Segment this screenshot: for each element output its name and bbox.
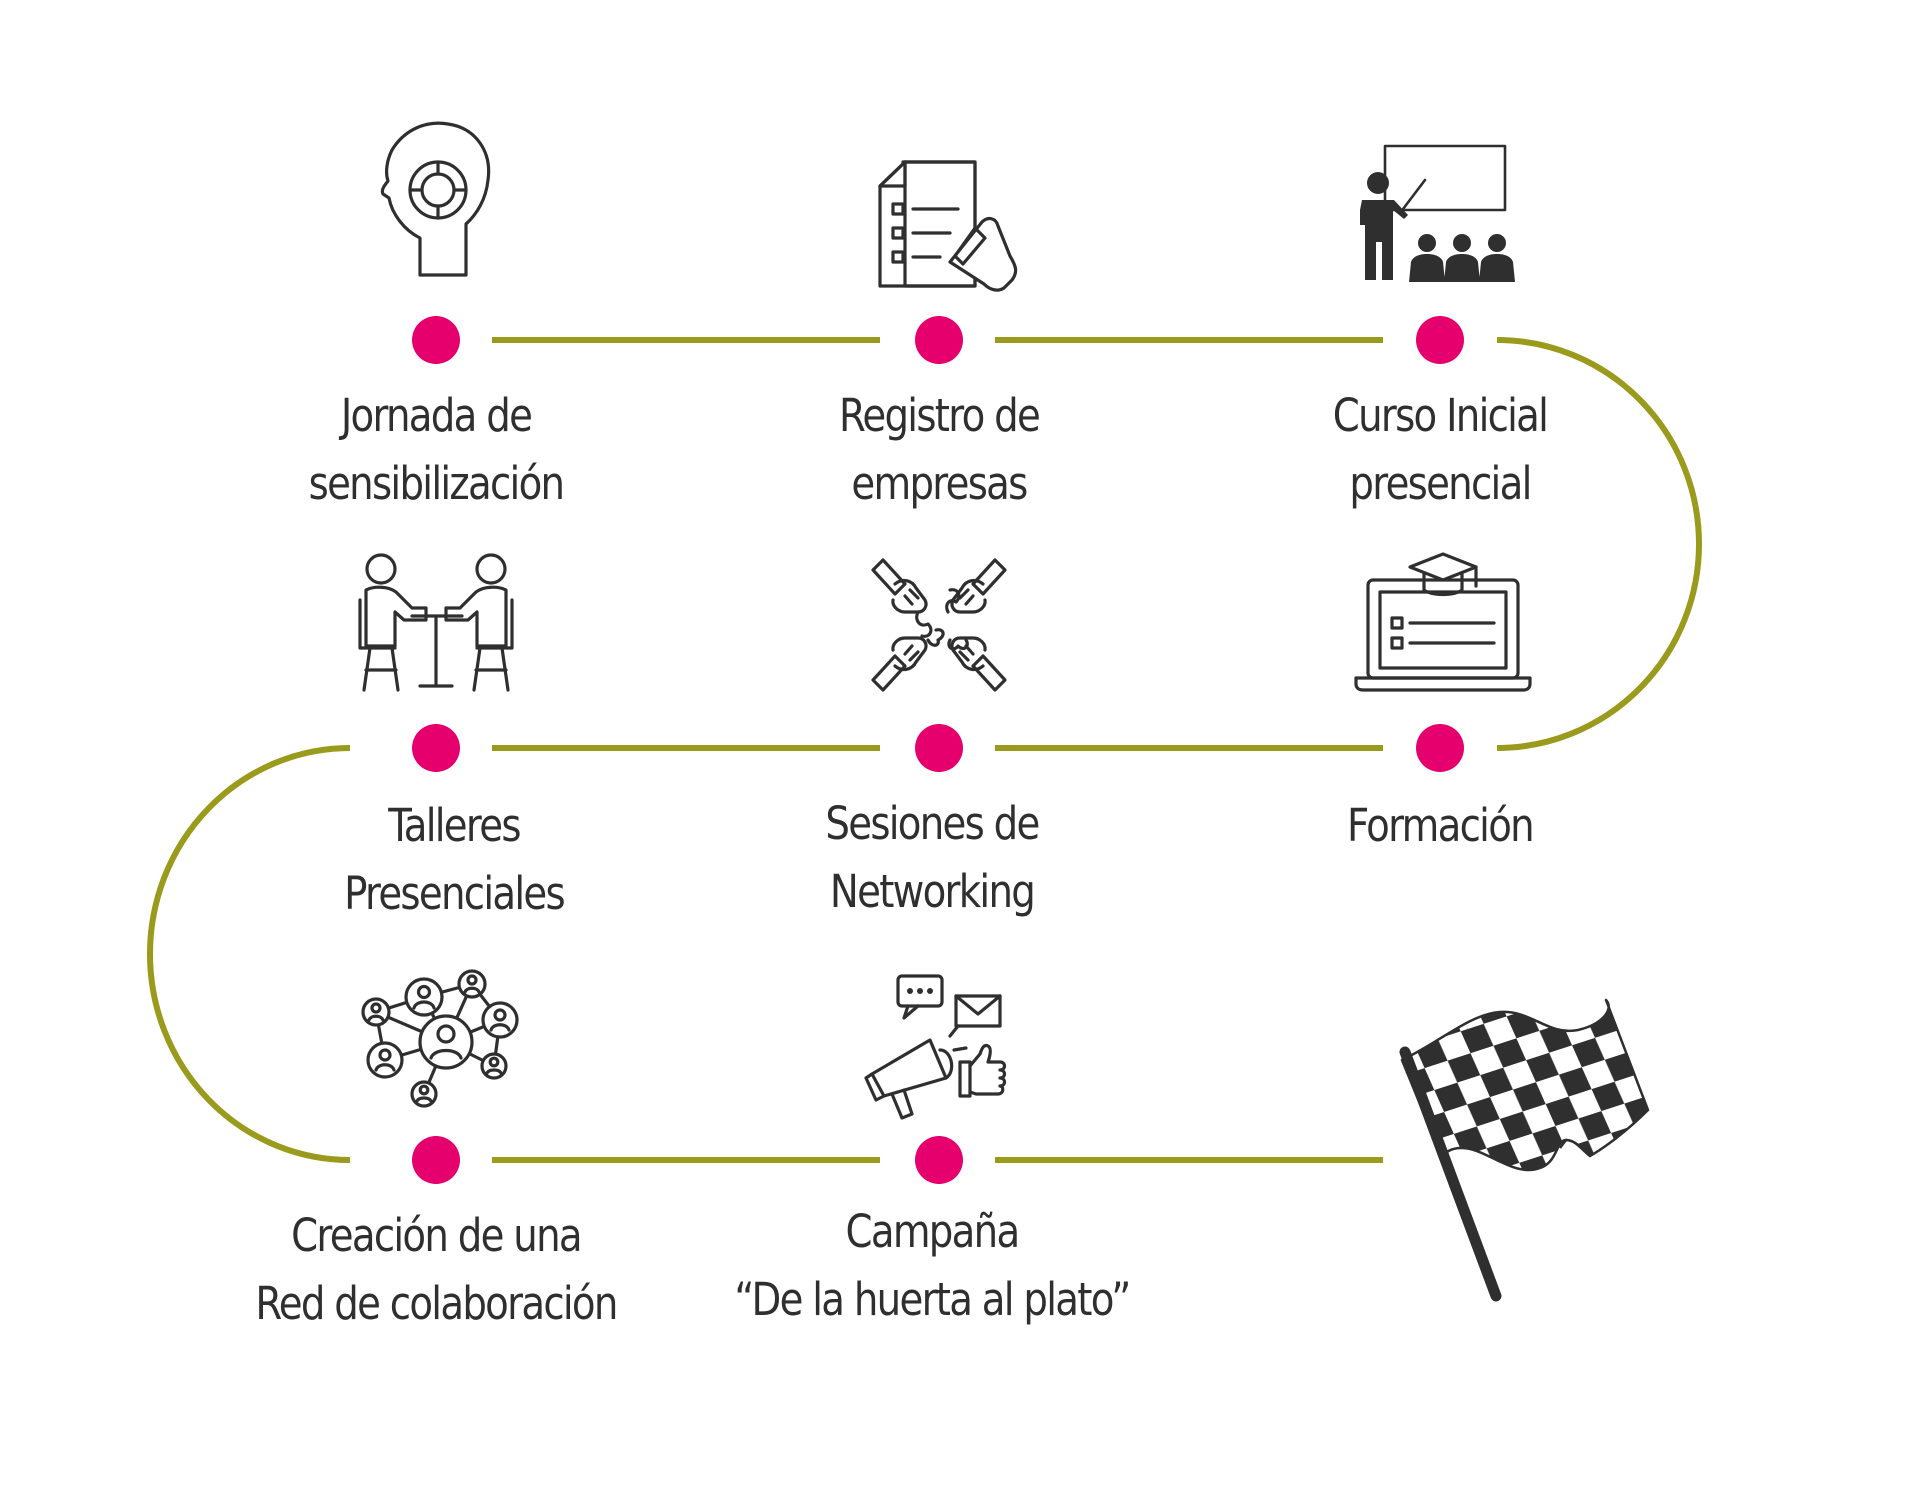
hand-puzzle-top-right	[945, 558, 1007, 614]
milestone-dot	[412, 1136, 460, 1184]
step-label-line: Red de colaboración	[255, 1277, 618, 1330]
people-meeting-table-icon	[358, 553, 514, 692]
hand-puzzle-bottom-right	[947, 636, 1007, 692]
step-label-line: Campaña	[845, 1205, 1021, 1258]
step-label-line: Sesiones de	[825, 797, 1040, 850]
step-label-line: “De la huerta al plato”	[734, 1273, 1131, 1326]
milestone-dot	[915, 316, 963, 364]
step-label-line: Registro de	[838, 389, 1041, 442]
network-nodes	[361, 969, 519, 1108]
step-label: Registro de empresas	[715, 382, 1162, 518]
step-label-line: Presenciales	[344, 867, 566, 920]
step-label-line: sensibilización	[308, 457, 565, 510]
milestone-dot	[915, 1136, 963, 1184]
step-label-line: Curso Inicial	[1332, 389, 1549, 442]
step-label: Sesiones de Networking	[708, 790, 1155, 926]
step-label-line: Creación de una	[291, 1209, 583, 1262]
step-label: Curso Inicial presencial	[1216, 382, 1663, 518]
hand-puzzle-top-left	[871, 558, 933, 638]
step-label-line: Jornada de	[340, 389, 533, 442]
step-label-line: empresas	[851, 457, 1028, 510]
track-curve-left	[147, 745, 351, 1163]
step-label: Formación	[1216, 792, 1663, 860]
hand-puzzle-bottom-left	[871, 628, 945, 692]
step-label: Campaña “De la huerta al plato”	[708, 1198, 1155, 1334]
chat-bubble-icon	[896, 974, 944, 1020]
laptop-graduation-icon	[1354, 552, 1532, 692]
milestone-dot	[915, 724, 963, 772]
milestone-dot	[1416, 724, 1464, 772]
milestone-dot	[412, 316, 460, 364]
step-label-line: Networking	[829, 865, 1036, 918]
head-gears-icon	[380, 121, 491, 277]
checkered-flag-icon	[1399, 998, 1650, 1302]
milestone-dot	[412, 724, 460, 772]
step-label-line: presencial	[1349, 457, 1532, 510]
megaphone-icon	[864, 1038, 954, 1120]
milestone-dot	[1416, 316, 1464, 364]
classroom-presentation-icon	[1360, 144, 1515, 282]
network-people-icon	[361, 969, 519, 1108]
roadmap-track	[147, 337, 1702, 1163]
step-label-line: Talleres	[388, 799, 521, 852]
marketing-megaphone-icon	[864, 974, 1007, 1120]
step-label: Jornada de sensibilización	[212, 382, 659, 518]
step-label: Talleres Presenciales	[230, 792, 677, 928]
registration-form-icon	[878, 160, 1018, 292]
thumbs-up-icon	[958, 1043, 1007, 1098]
envelope-icon	[954, 994, 1002, 1028]
track-curve-right	[1496, 337, 1702, 751]
step-label: Creación de una Red de colaboración	[212, 1202, 659, 1338]
step-label-line: Formación	[1347, 799, 1535, 852]
puzzle-hands-icon	[871, 558, 1007, 692]
milestone-dots	[412, 316, 1464, 1184]
